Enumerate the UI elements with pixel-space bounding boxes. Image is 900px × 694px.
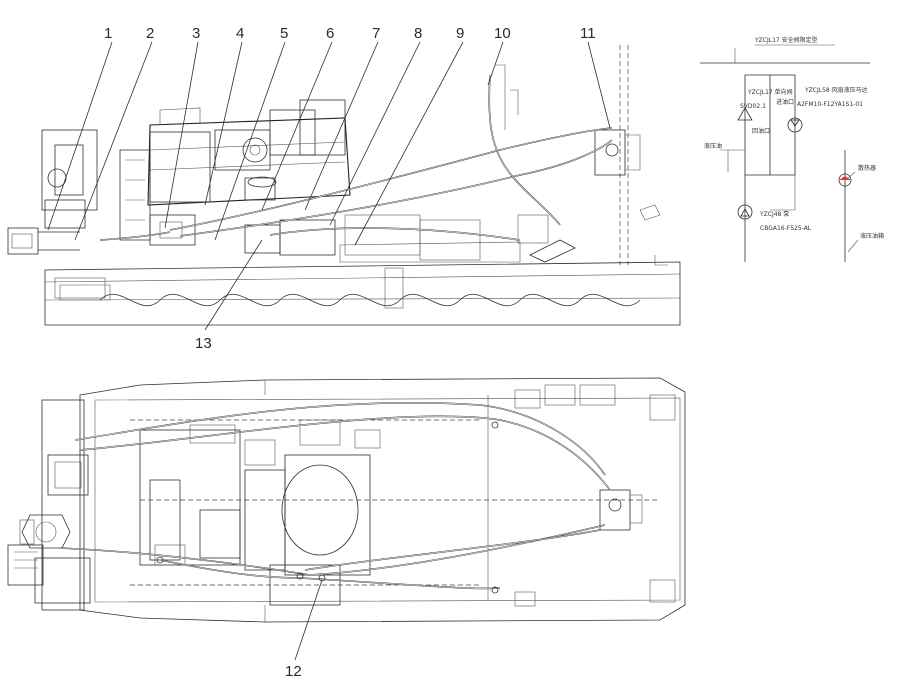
callout-4: 4: [236, 25, 244, 42]
valve-code-label: YZCJL17 单向阀: [747, 88, 793, 96]
pump-code-label: YZCJ48 泵: [759, 211, 789, 218]
callout-2: 2: [146, 25, 154, 42]
callout-6: 6: [326, 25, 334, 42]
pump-model-label: CBGA16-F525-AL: [760, 225, 812, 232]
cooler-label: 散热器: [858, 164, 876, 172]
branch-label-1: 液压油: [704, 142, 722, 150]
callout-9: 9: [456, 25, 464, 42]
schematic-top-label: YZCJL17 安全阀限定型: [754, 36, 818, 44]
branch-label-2: 回油口: [752, 127, 770, 135]
callout-5: 5: [280, 25, 288, 42]
callout-1: 1: [104, 25, 112, 42]
branch-label-3: 进油口: [776, 98, 794, 106]
motor-code-label: YZCJL58 风扇液压马达: [804, 86, 868, 94]
callout-3: 3: [192, 25, 200, 42]
hydraulic-schematic: YZCJL17 安全阀限定型 YZCJL17 单向阀 SVD02.1 液压油 回…: [700, 36, 884, 262]
plan-view: 12: [7, 377, 686, 680]
cooler-marker: [839, 176, 851, 180]
callout-11: 11: [580, 25, 596, 42]
callout-7: 7: [372, 25, 380, 42]
callout-8: 8: [414, 25, 422, 42]
side-view: 1 2 3 4 5 6 7 8 9 10 11 13: [7, 25, 681, 352]
motor-model-label: A2FM10-F12YA1S1-01: [797, 101, 863, 108]
callout-12: 12: [285, 663, 302, 680]
valve-model-label: SVD02.1: [740, 103, 766, 110]
callout-10: 10: [494, 25, 511, 42]
callout-13: 13: [195, 335, 212, 352]
return-label: 液压油箱: [860, 232, 884, 240]
